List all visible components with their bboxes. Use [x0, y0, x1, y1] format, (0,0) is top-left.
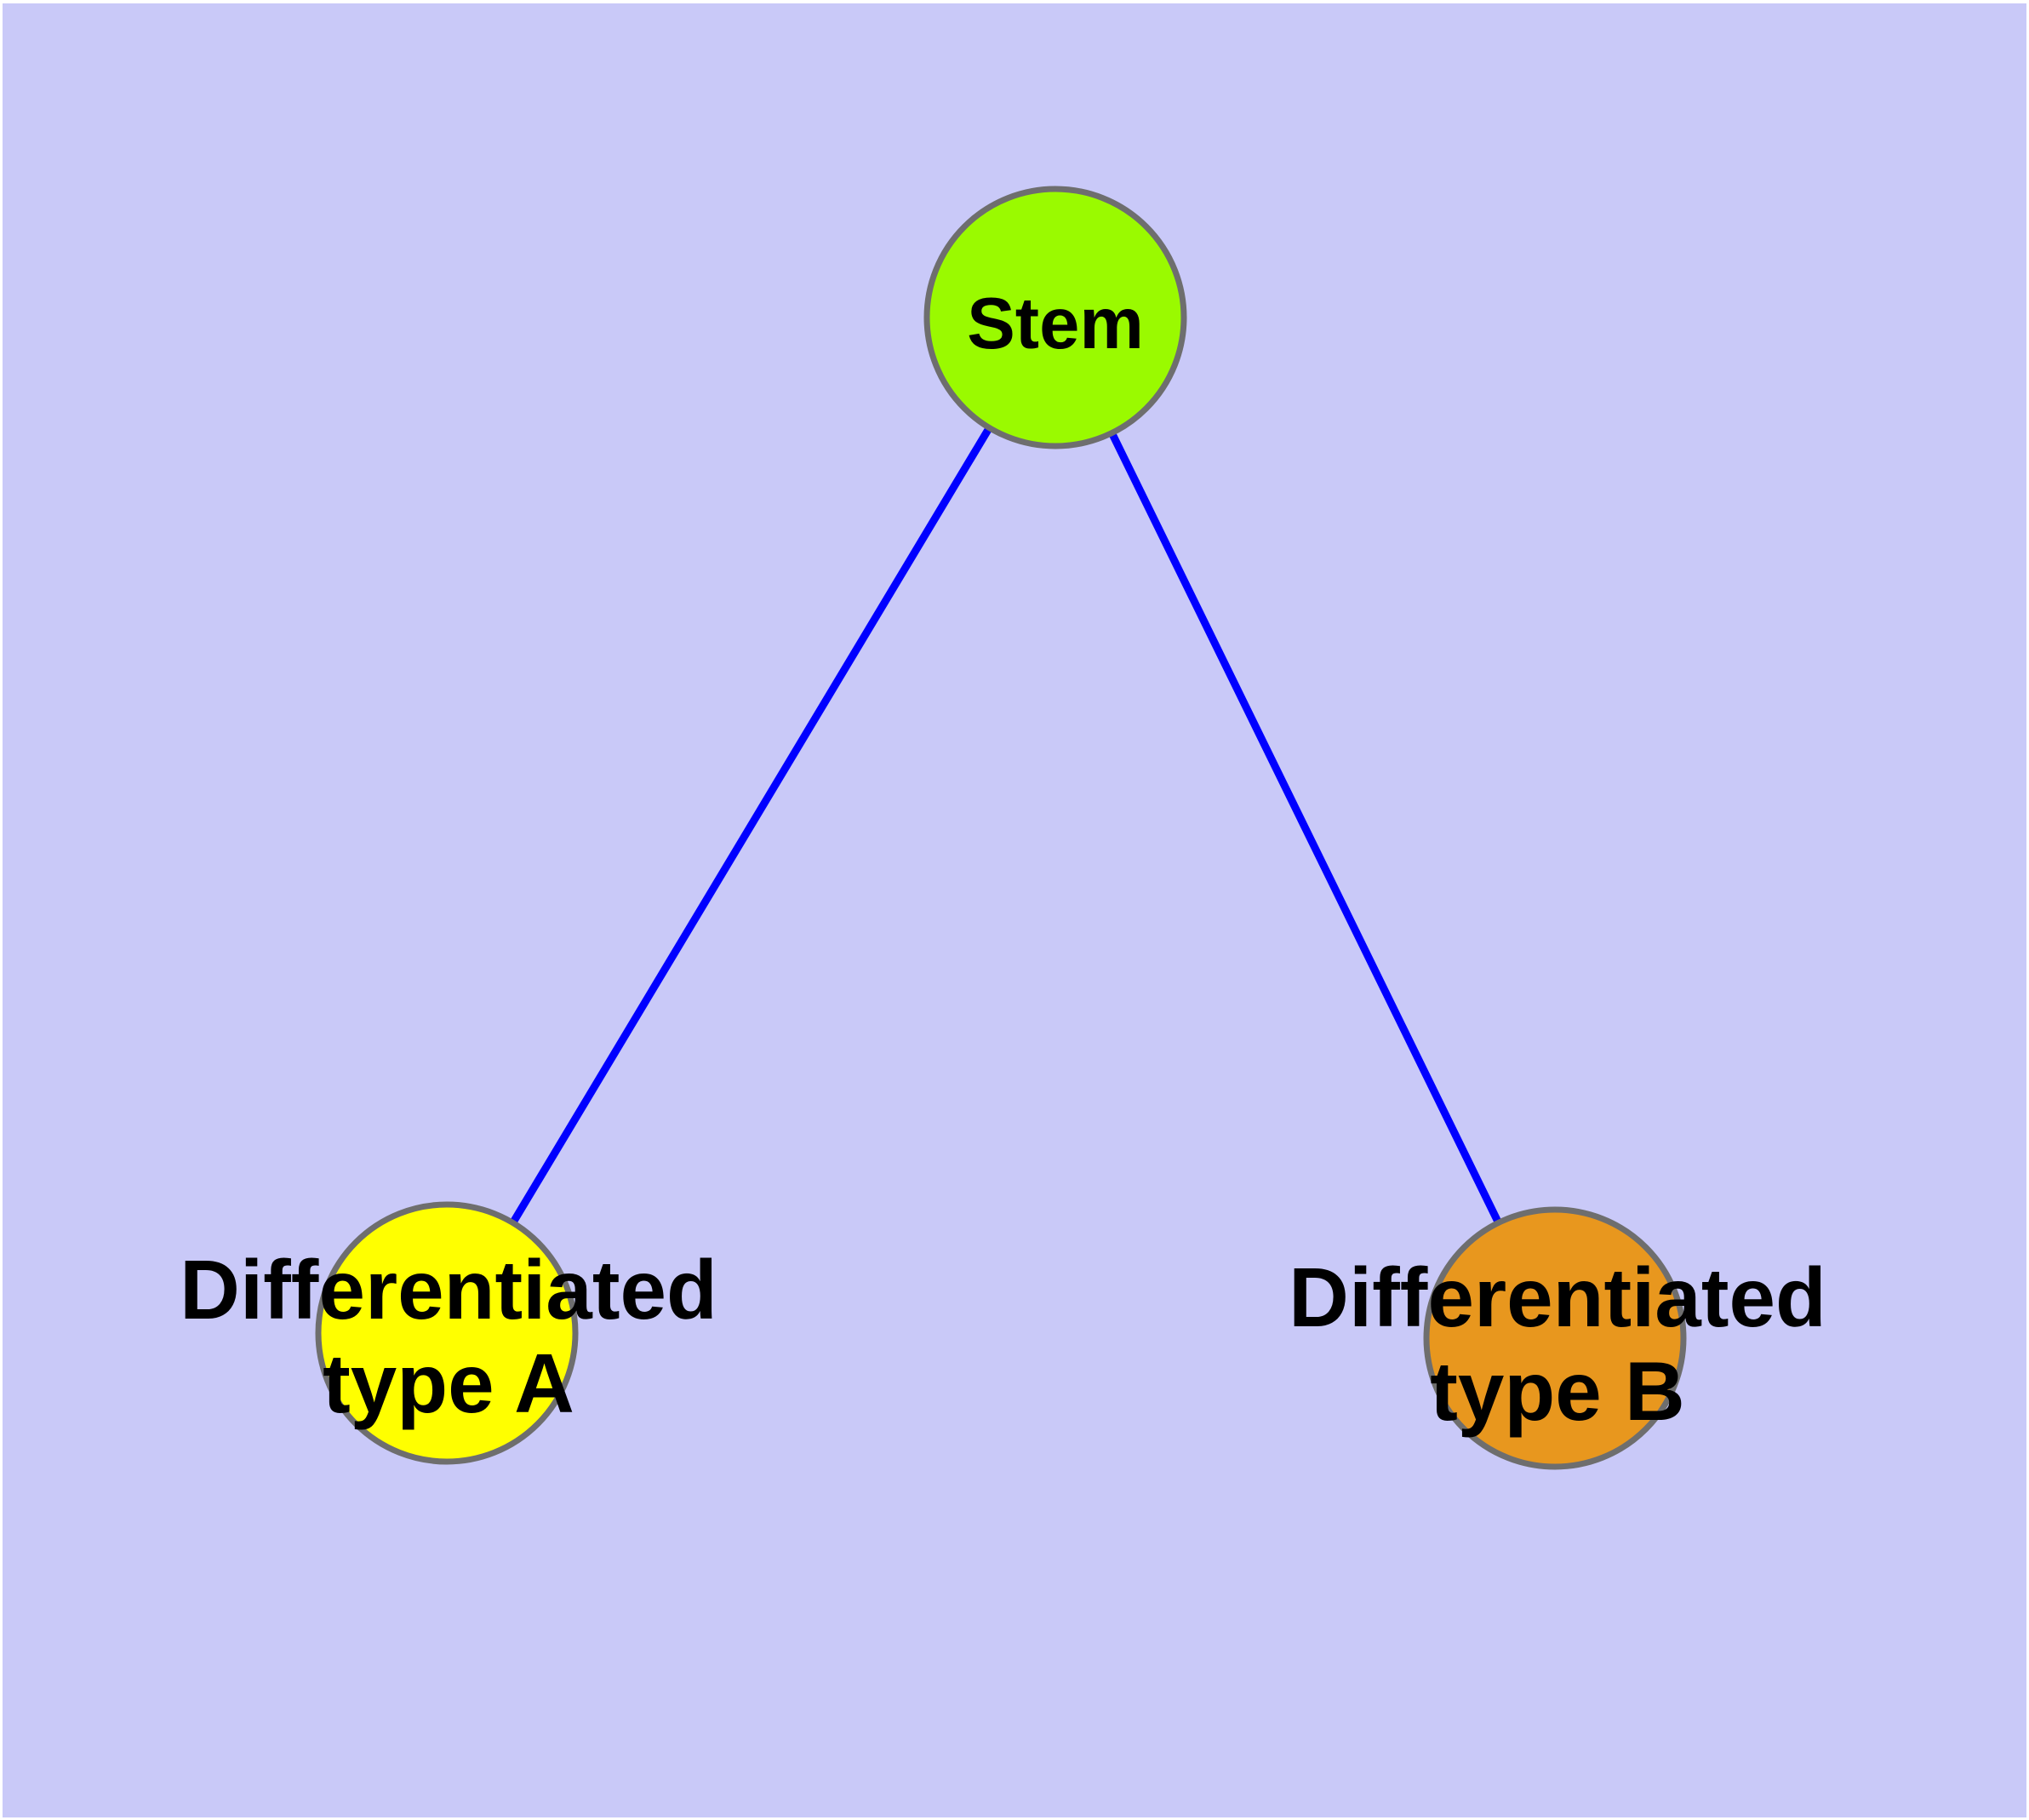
node-type-a-label-line1: Differentiated — [180, 1243, 717, 1336]
node-stem-label: Stem — [967, 283, 1144, 364]
edge-stem-to-type-b — [1051, 316, 1559, 1340]
node-type-a-label-line2: type A — [323, 1336, 574, 1430]
node-differentiated-type-b — [1423, 1206, 1687, 1470]
node-type-b-label-line2: type B — [1430, 1344, 1685, 1438]
node-stem — [923, 186, 1187, 449]
node-differentiated-type-a — [315, 1201, 579, 1465]
edge-stem-to-type-a — [443, 315, 1059, 1336]
node-type-b-label-line1: Differentiated — [1289, 1251, 1826, 1344]
